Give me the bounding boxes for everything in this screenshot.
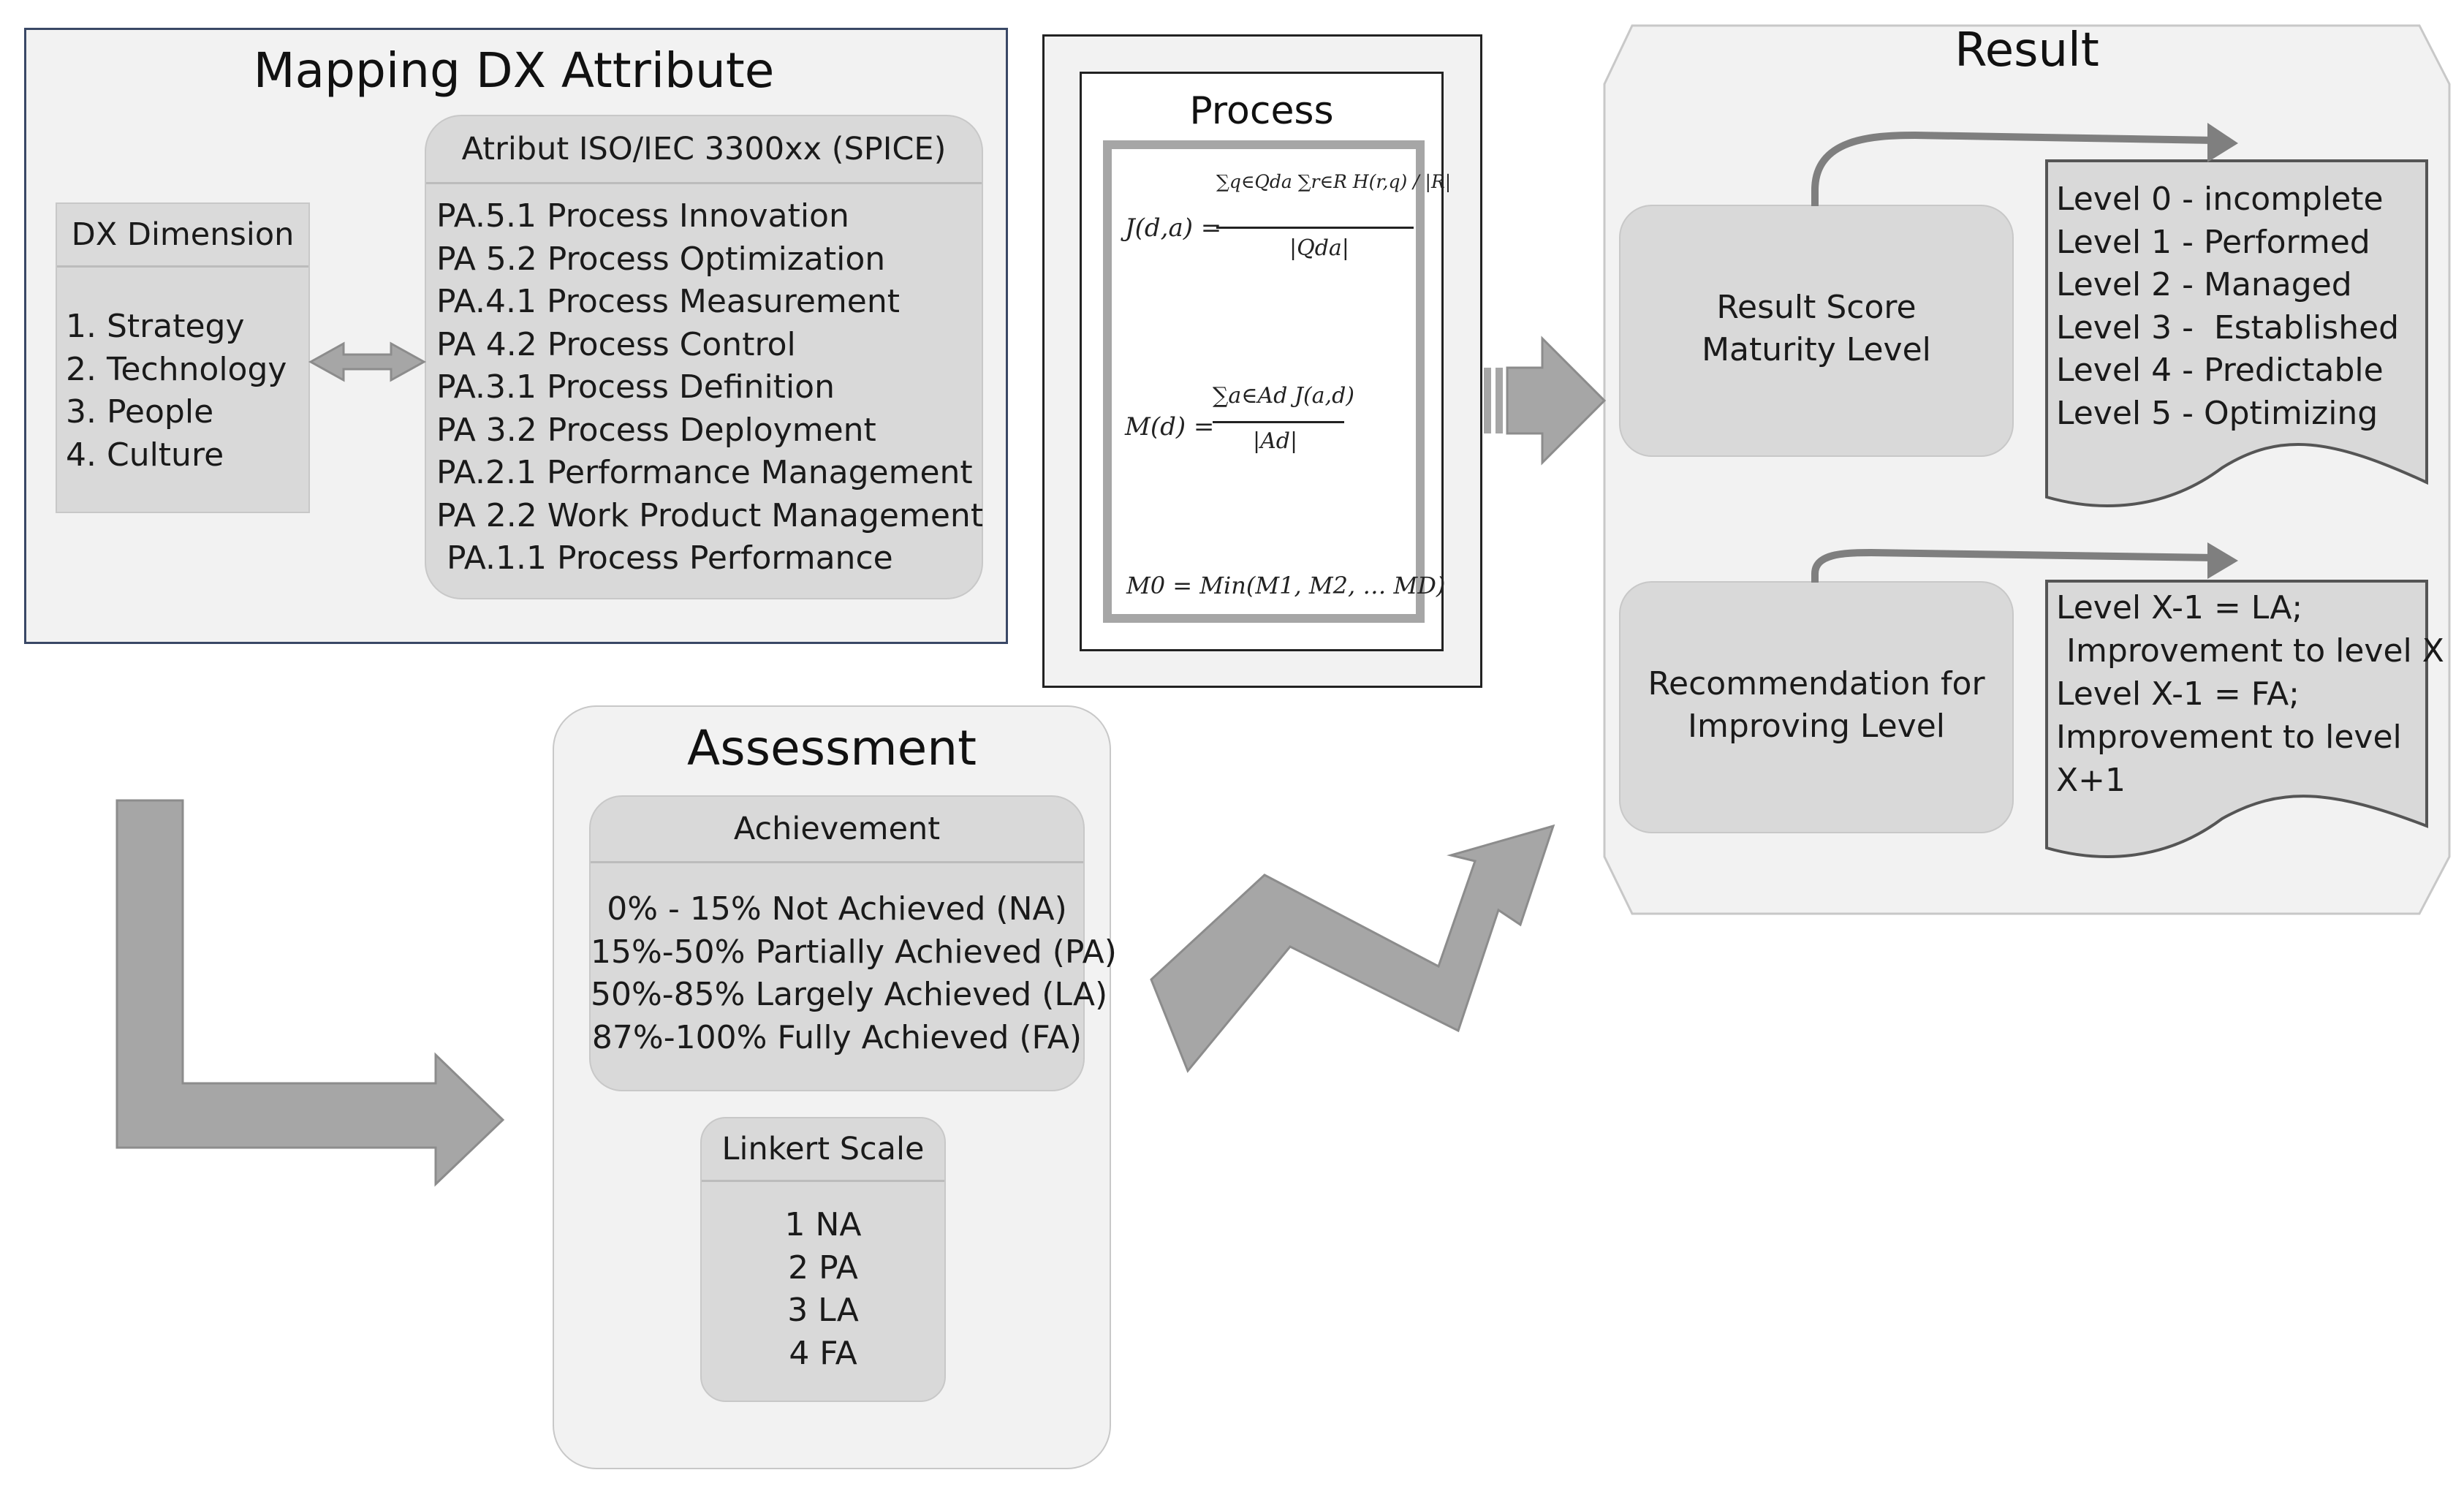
achievement-box: Achievement 0% - 15% Not Achieved (NA) 1… (589, 795, 1117, 1091)
formula-j-lhs: J(d,a) = (1125, 213, 1222, 243)
double-arrow-icon (308, 341, 427, 382)
list-item: X+1 (2056, 762, 2126, 799)
formula-m: M(d) = ∑a∈Ad J(a,d) |Ad| (1125, 383, 1417, 471)
list-item: PA.4.1 Process Measurement (436, 283, 900, 320)
list-item: Level 5 - Optimizing (2056, 394, 2378, 432)
list-item: Level 0 - incomplete (2056, 181, 2384, 218)
bent-arrow-icon (115, 799, 505, 1187)
list-item: PA 5.2 Process Optimization (436, 240, 886, 278)
list-item: 87%-100% Fully Achieved (FA) (591, 1018, 1083, 1056)
list-item: 3. People (66, 393, 214, 431)
result-title: Result (1955, 23, 2099, 77)
list-item: PA.3.1 Process Definition (436, 368, 835, 406)
list-item: Level 4 - Predictable (2056, 352, 2384, 389)
rec-to-recommendations-arrowhead (2207, 542, 2238, 579)
formula-m-denominator: |Ad| (1253, 428, 1298, 454)
rec-to-recommendations-connector (1811, 548, 2215, 583)
formula-panel: J(d,a) = ∑q∈Qda ∑r∈R H(r,q) / |R| |Qda| … (1103, 140, 1451, 623)
list-item: 1 NA (784, 1206, 862, 1243)
recommendation-line: Recommendation for (1648, 665, 1985, 702)
process-to-result-arrow-icon (1484, 336, 1607, 466)
list-item: Improvement to level X (2056, 632, 2444, 670)
list-item: PA 4.2 Process Control (436, 325, 796, 363)
recommendation-line: Improving Level (1687, 708, 1946, 745)
levels-list: Level 0 - incomplete Level 1 - Performed… (2056, 178, 2422, 435)
formula-m-lhs: M(d) = (1125, 412, 1215, 442)
result-score-box: Result Score Maturity Level (1619, 205, 2014, 457)
dx-dimension-box: DX Dimension 1. Strategy 2. Technology 3… (56, 202, 310, 513)
list-item: 15%-50% Partially Achieved (PA) (591, 933, 1117, 971)
list-item: 50%-85% Largely Achieved (LA) (591, 976, 1108, 1013)
list-item: Level X-1 = LA; (2056, 589, 2303, 626)
process-title: Process (1189, 89, 1334, 133)
list-item: Level 3 - Established (2056, 308, 2400, 346)
list-item: Level X-1 = FA; (2056, 675, 2300, 713)
formula-m-fraction-bar (1213, 421, 1344, 423)
formula-j-numerator: ∑q∈Qda ∑r∈R H(r,q) / |R| (1216, 171, 1452, 192)
list-item: PA.2.1 Performance Management (436, 454, 973, 491)
list-item: 3 LA (787, 1292, 859, 1329)
formula-j-denominator: |Qda| (1289, 235, 1349, 261)
list-item: 4. Culture (66, 436, 224, 474)
likert-box: Linkert Scale 1 NA 2 PA 3 LA 4 FA (700, 1117, 946, 1402)
list-item: PA.1.1 Process Performance (436, 539, 893, 577)
recommendations-list: Level X-1 = LA; Improvement to level X L… (2056, 586, 2444, 802)
recommendation-box: Recommendation for Improving Level (1619, 581, 2014, 833)
formula-m0: M0 = Min(M1, M2, … MD) (1126, 572, 1446, 599)
list-item: 2. Technology (66, 350, 287, 388)
list-item: PA 2.2 Work Product Management (436, 496, 984, 534)
result-score-line: Maturity Level (1702, 331, 1931, 368)
list-item: Improvement to level (2056, 719, 2402, 756)
achievement-header: Achievement (591, 797, 1083, 863)
score-to-levels-arrowhead (2207, 123, 2238, 162)
formula-j-fraction-bar (1216, 227, 1414, 229)
mapping-title: Mapping DX Attribute (253, 42, 775, 99)
dx-dimension-list: 1. Strategy 2. Technology 3. People 4. C… (57, 268, 308, 477)
dx-dimension-header: DX Dimension (57, 204, 308, 268)
levels-document-shape (2045, 159, 2428, 507)
list-item: Level 1 - Performed (2056, 223, 2370, 261)
attribute-box: Atribut ISO/IEC 3300xx (SPICE) PA.5.1 Pr… (425, 115, 983, 599)
list-item: 4 FA (789, 1334, 857, 1372)
attribute-header: Atribut ISO/IEC 3300xx (SPICE) (426, 116, 982, 184)
attribute-list: PA.5.1 Process Innovation PA 5.2 Process… (426, 184, 984, 580)
likert-header: Linkert Scale (702, 1118, 944, 1182)
assessment-title: Assessment (687, 720, 977, 776)
list-item: PA 3.2 Process Deployment (436, 411, 876, 449)
formula-m-numerator: ∑a∈Ad J(a,d) (1213, 383, 1354, 409)
score-to-levels-connector (1811, 131, 2215, 206)
list-item: Level 2 - Managed (2056, 266, 2352, 303)
result-score-line: Result Score (1716, 289, 1917, 326)
formula-j: J(d,a) = ∑q∈Qda ∑r∈R H(r,q) / |R| |Qda| (1125, 171, 1451, 288)
list-item: 1. Strategy (66, 308, 245, 345)
list-item: 0% - 15% Not Achieved (NA) (607, 890, 1067, 928)
zigzag-arrow-icon (1150, 824, 1555, 1073)
recommendations-document-shape (2045, 580, 2428, 858)
list-item: 2 PA (788, 1249, 858, 1287)
list-item: PA.5.1 Process Innovation (436, 197, 849, 235)
